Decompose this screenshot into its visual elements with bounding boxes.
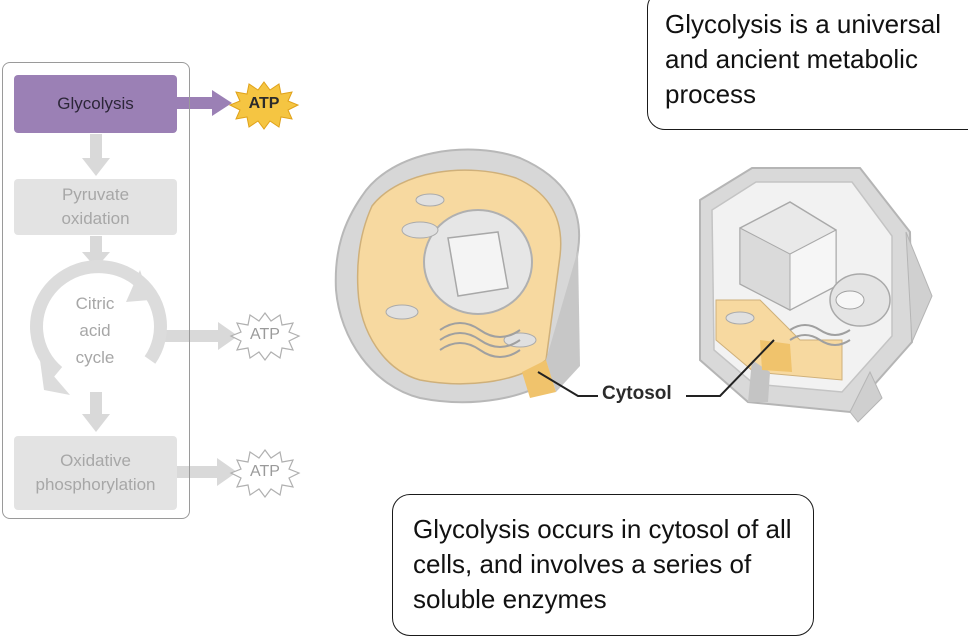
oxidative-phosphorylation-label: Oxidative phosphorylation <box>35 451 156 494</box>
atp-label-glycolysis: ATP <box>248 95 280 112</box>
callout-cytosol-text: Glycolysis occurs in cytosol of all cell… <box>413 514 799 614</box>
pyruvate-oxidation-label: Pyruvate oxidation <box>61 185 130 228</box>
animal-cell-illustration <box>334 148 580 404</box>
pathway-arrows <box>82 90 238 486</box>
cytosol-label: Cytosol <box>602 383 672 404</box>
plant-cell-illustration <box>699 167 933 423</box>
atp-burst-citric <box>229 312 301 361</box>
glycolysis-label: Glycolysis <box>57 94 134 113</box>
callout-universal-process: Glycolysis is a universal and ancient me… <box>647 0 968 130</box>
callout-cytosol-enzymes: Glycolysis occurs in cytosol of all cell… <box>392 494 814 636</box>
callout-universal-text: Glycolysis is a universal and ancient me… <box>665 9 941 109</box>
atp-label-citric: ATP <box>250 326 280 343</box>
citric-cycle-ring <box>30 260 167 395</box>
atp-label-oxidative: ATP <box>250 463 280 480</box>
cytosol-leader-lines <box>537 339 775 397</box>
citric-acid-cycle-label: Citric acid cycle <box>75 294 115 367</box>
atp-burst-oxidative <box>229 449 301 498</box>
glycolysis-step: Glycolysis <box>14 75 177 133</box>
pathway-panel <box>2 62 190 519</box>
atp-burst-glycolysis <box>228 81 300 130</box>
oxidative-phosphorylation-step: Oxidative phosphorylation <box>14 436 177 510</box>
pyruvate-oxidation-step: Pyruvate oxidation <box>14 179 177 235</box>
